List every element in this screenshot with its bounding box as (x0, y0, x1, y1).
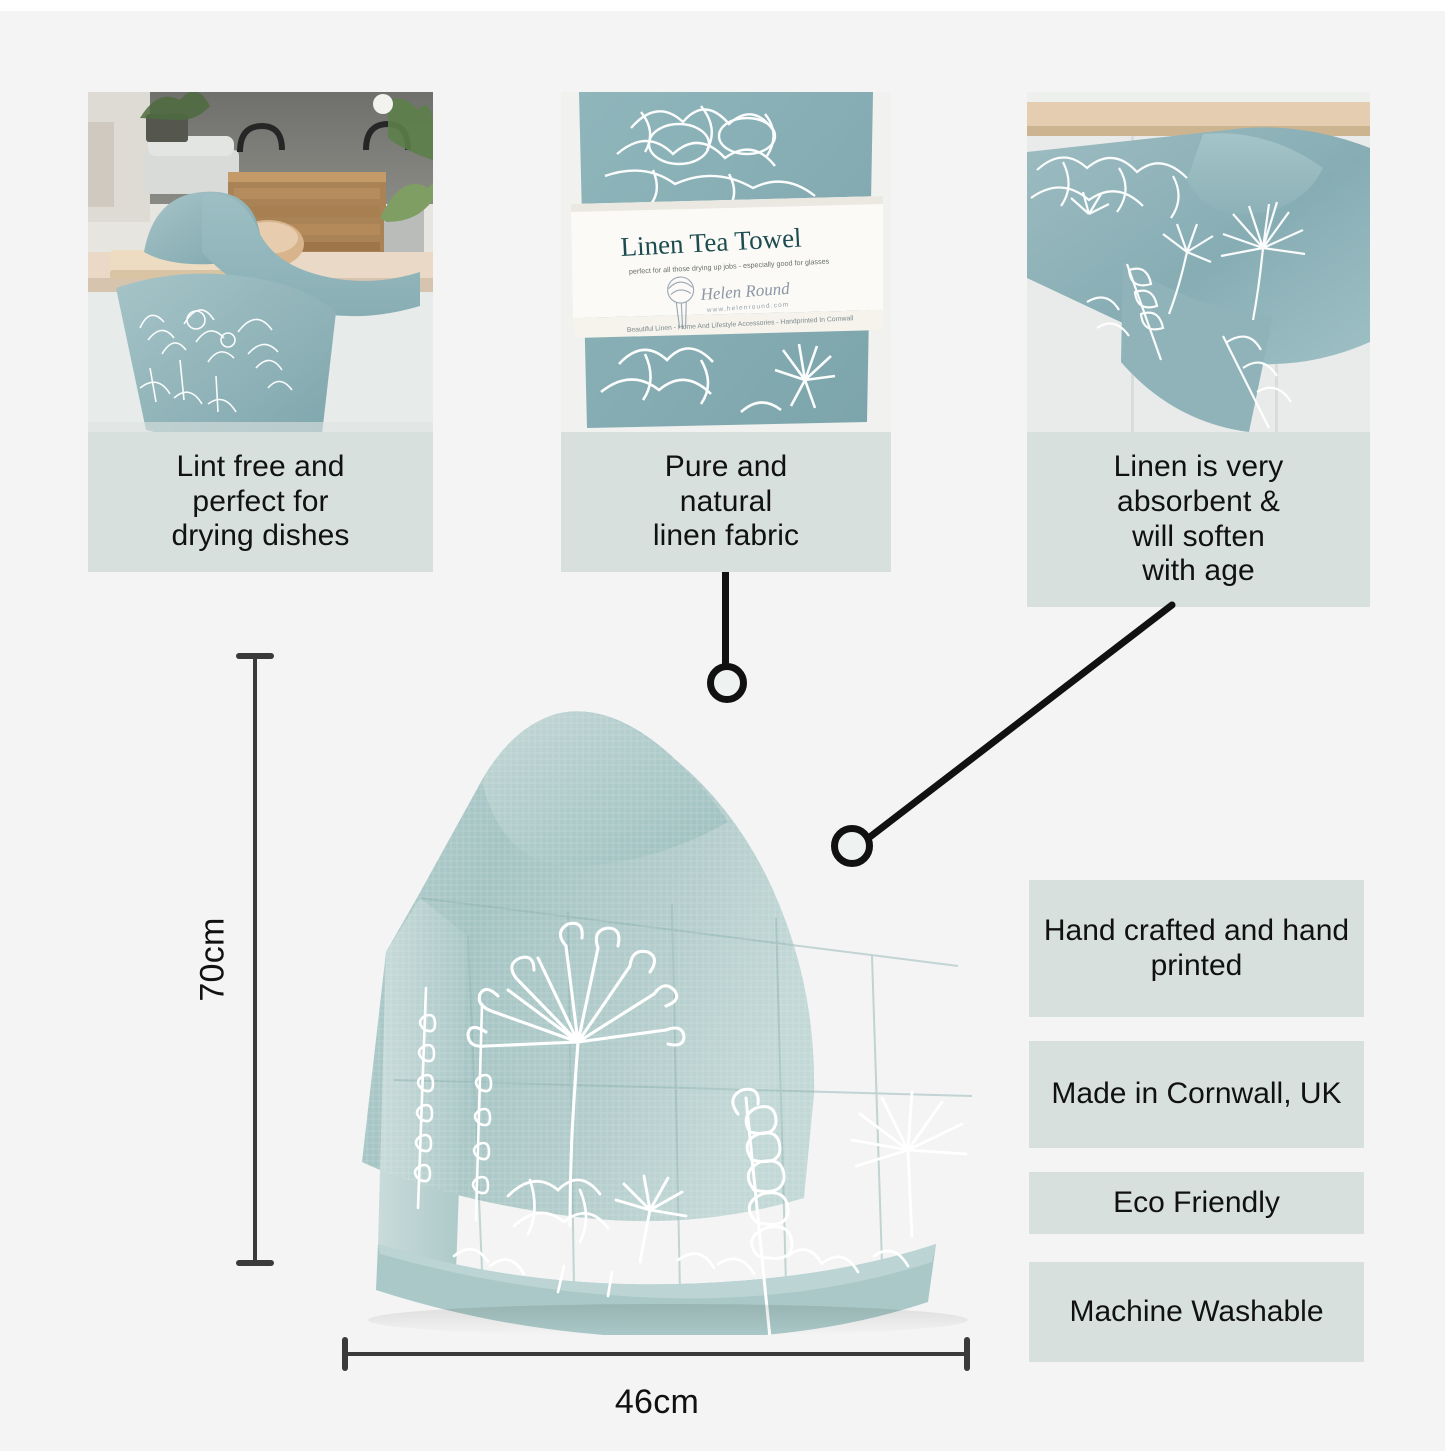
feature-line: printed (1150, 948, 1243, 982)
hero-product-image (362, 711, 973, 1335)
feature-line: Hand crafted (1043, 913, 1216, 947)
photo-folded-detail (1027, 92, 1370, 437)
caption-line: with age (1142, 554, 1255, 588)
caption-line: linen fabric (652, 519, 800, 553)
feature-line: Machine (1069, 1294, 1183, 1328)
caption-line: Linen is very (1113, 449, 1284, 483)
caption-line: drying dishes (171, 519, 350, 553)
caption-line: will soften (1132, 519, 1265, 553)
leader-node-absorbent (831, 825, 873, 867)
caption-box-absorbent: Linen is very absorbent & will soften wi… (1027, 432, 1370, 607)
dimension-cap-left (342, 1337, 348, 1371)
feature-line: Eco Friendly (1113, 1185, 1280, 1219)
feature-box-hand-crafted: Hand crafted and hand printed (1029, 880, 1364, 1017)
dimension-cap-top (236, 653, 274, 659)
leader-line-vertical (722, 572, 729, 672)
caption-box-pure-natural: Pure and natural linen fabric (561, 432, 891, 572)
feature-line: Cornwall, UK (1166, 1077, 1342, 1111)
feature-line: Washable (1191, 1294, 1324, 1328)
caption-line: Lint free and (176, 449, 345, 483)
photo-kitchen-scene (88, 92, 433, 442)
dimension-cap-right (964, 1337, 970, 1371)
feature-box-machine-washable: Machine Washable (1029, 1262, 1364, 1362)
caption-box-lint-free: Lint free and perfect for drying dishes (88, 432, 433, 572)
caption-line: Pure and (664, 449, 788, 483)
leader-line-diagonal (858, 601, 1176, 847)
dimension-label-width: 46cm (614, 1383, 700, 1421)
caption-line: absorbent & (1117, 484, 1280, 518)
caption-line: natural (679, 484, 773, 518)
dimension-label-height: 70cm (193, 917, 232, 1002)
dimension-line-vertical (253, 656, 257, 1266)
dimension-line-horizontal (345, 1352, 970, 1356)
feature-box-made-in-cornwall: Made in Cornwall, UK (1029, 1041, 1364, 1148)
feature-line: Made in (1051, 1077, 1159, 1111)
feature-line: and hand (1223, 913, 1350, 947)
feature-box-eco-friendly: Eco Friendly (1029, 1172, 1364, 1234)
caption-line: perfect for (192, 484, 329, 518)
photo-packaged-towel: Linen Tea Towel perfect for all those dr… (561, 92, 891, 437)
top-white-strip (0, 0, 1445, 11)
leader-node-pure-natural (707, 663, 747, 703)
dimension-cap-bottom (236, 1260, 274, 1266)
kitchen-scene-illustration (88, 92, 433, 442)
packaged-towel-illustration: Linen Tea Towel perfect for all those dr… (561, 92, 891, 437)
folded-detail-illustration (1027, 92, 1370, 437)
